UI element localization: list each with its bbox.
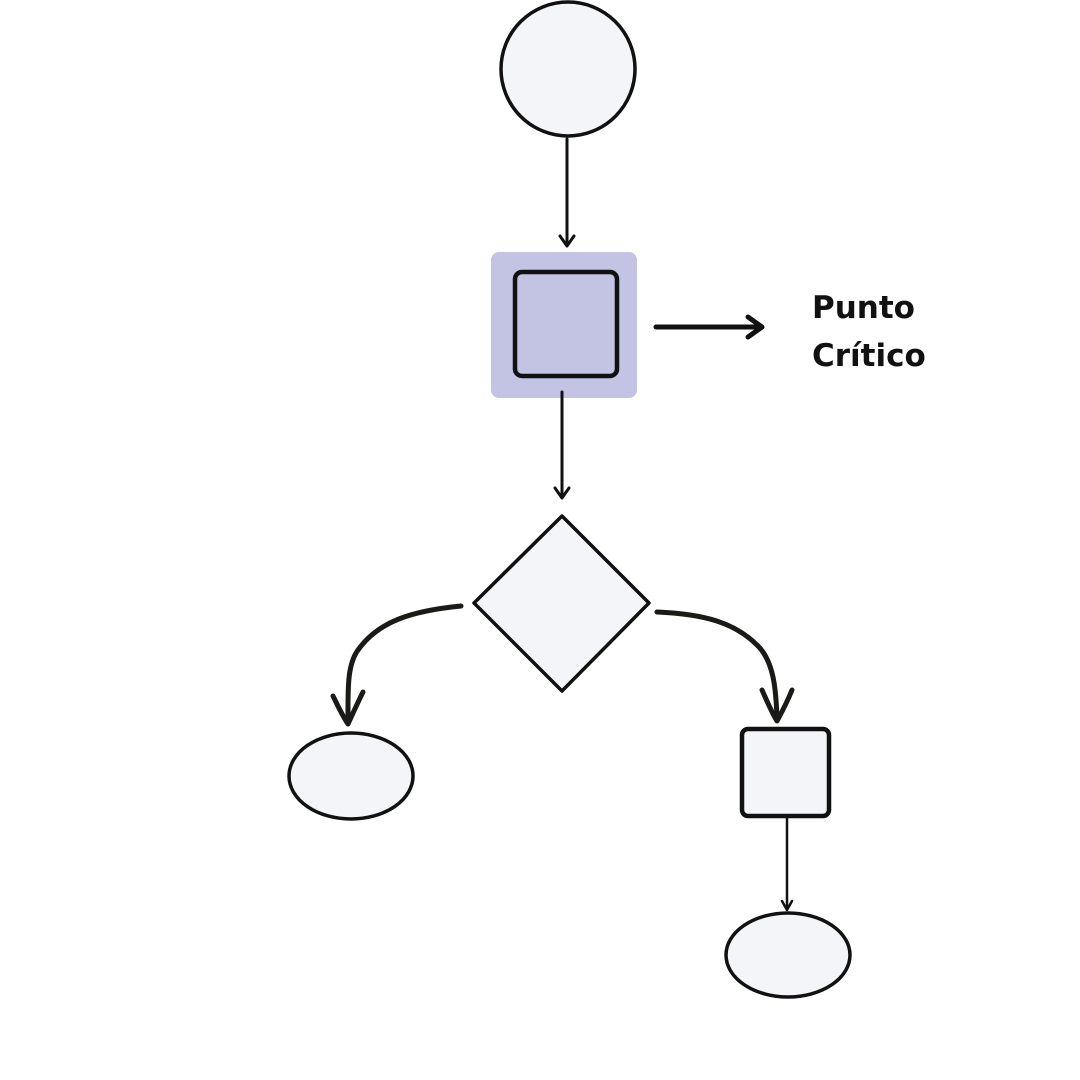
arrow-start-to-process xyxy=(558,137,576,248)
arrow-decision-to-left-end xyxy=(330,603,464,727)
arrow-decision-to-right-step xyxy=(654,609,795,724)
process-node[interactable] xyxy=(512,269,620,379)
right-end-node[interactable] xyxy=(724,911,852,999)
start-node[interactable] xyxy=(499,0,637,138)
arrow-to-critical-label xyxy=(653,314,765,340)
critical-point-label-line2: Crítico xyxy=(812,338,926,374)
critical-point-label: Punto Crítico xyxy=(812,284,1012,380)
right-step-node[interactable] xyxy=(739,726,832,819)
arrow-process-to-decision xyxy=(553,390,571,500)
arrow-step-to-right-end xyxy=(780,816,794,912)
left-end-node[interactable] xyxy=(287,731,415,821)
critical-point-label-line1: Punto xyxy=(812,290,915,326)
decision-node[interactable] xyxy=(472,514,651,693)
